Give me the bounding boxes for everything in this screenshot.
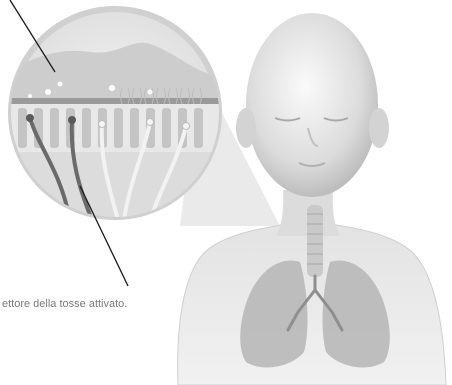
ear-right xyxy=(369,108,389,148)
trachea xyxy=(307,205,323,277)
caption-text: ettore della tosse attivato. xyxy=(2,298,127,310)
ear-left xyxy=(236,108,256,148)
head xyxy=(246,13,378,197)
